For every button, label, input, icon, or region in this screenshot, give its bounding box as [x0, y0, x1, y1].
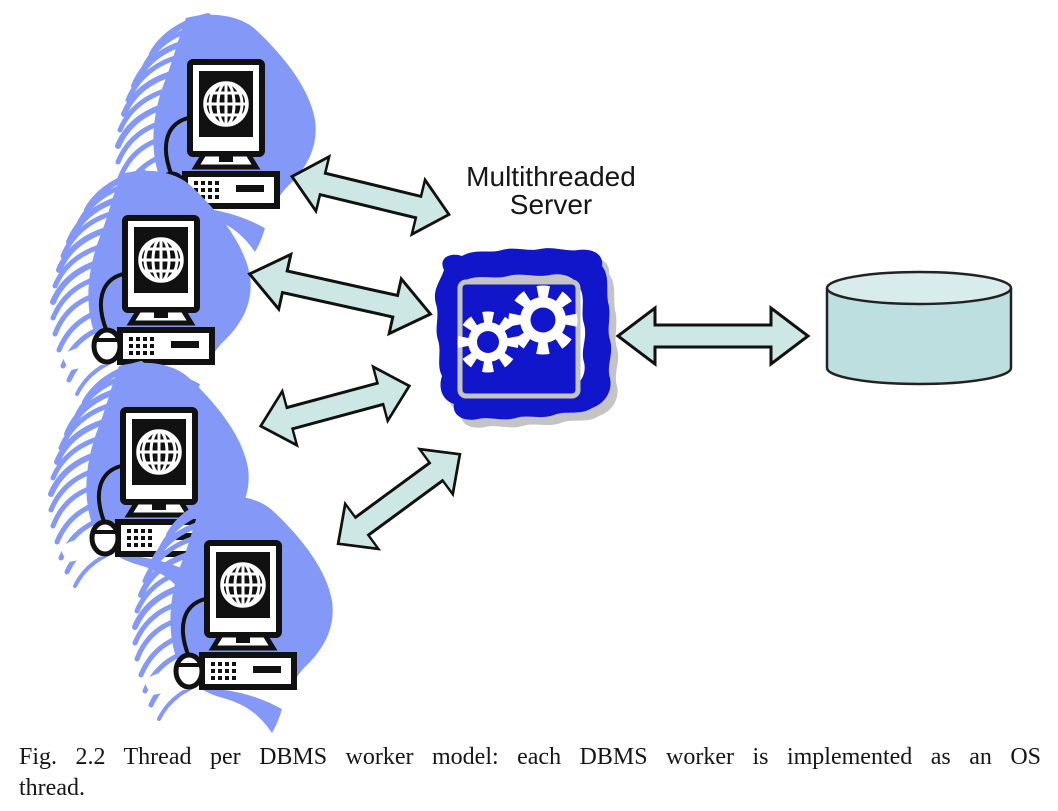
cylinder-top [825, 270, 1013, 306]
figure-caption: Fig. 2.2 Thread per DBMS worker model: e… [19, 742, 1041, 804]
server-frame [434, 248, 612, 420]
database-cylinder-icon [825, 270, 1013, 386]
arrow-client2-server [242, 245, 438, 343]
arrow-server-database [616, 306, 810, 366]
gear-icon-large [508, 285, 578, 355]
arrow-client1-server [283, 147, 458, 244]
cylinder-body [825, 288, 1013, 386]
arrow-client3-server [251, 357, 419, 455]
caption-line-1: Fig. 2.2 Thread per DBMS worker model: e… [19, 744, 1041, 770]
gear-icon-small [457, 311, 519, 373]
arrow-client4-server [320, 430, 478, 568]
server-label-line2: Server [510, 189, 592, 220]
server-label-line1: Multithreaded [466, 161, 636, 192]
dbms-worker-diagram: Multithreaded Server [0, 0, 1013, 740]
server-gears-icon [434, 248, 619, 428]
caption-line-2: thread. [19, 775, 85, 801]
